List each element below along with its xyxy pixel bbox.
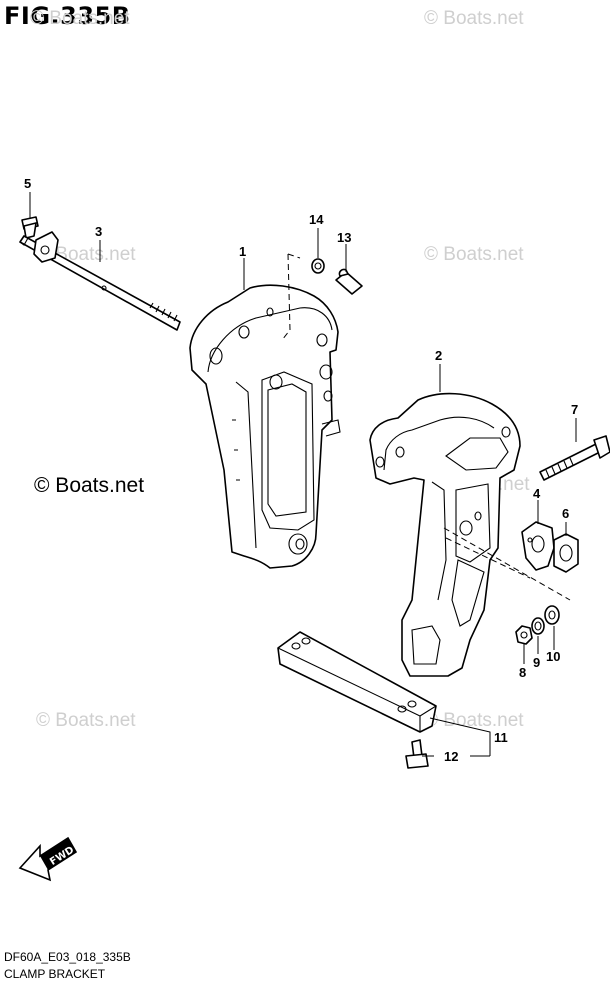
assembly-lines xyxy=(281,253,571,601)
watermark: © Boats.net xyxy=(424,8,524,29)
watermark-strong: © Boats.net xyxy=(34,474,145,497)
part-13-bolt xyxy=(335,268,363,295)
callout-2: 2 xyxy=(435,348,442,363)
callout-13: 13 xyxy=(337,230,351,245)
part-12-bolt xyxy=(405,739,429,769)
callout-9: 9 xyxy=(533,655,540,670)
leader-lines xyxy=(29,192,577,757)
part-1-clamp-bracket xyxy=(189,284,341,569)
callout-14: 14 xyxy=(309,212,324,227)
callout-10: 10 xyxy=(546,649,560,664)
part-4-plate xyxy=(521,521,555,571)
figure-title: FIG.335B xyxy=(4,2,131,30)
part-8-nut xyxy=(515,625,533,645)
watermark: © Boats.net xyxy=(36,710,136,731)
figure-code: DF60A_E03_018_335B xyxy=(4,950,131,964)
part-9-washer xyxy=(531,617,545,635)
callout-11: 11 xyxy=(494,730,508,745)
part-7-bolt xyxy=(539,435,610,481)
figure-name: CLAMP BRACKET xyxy=(4,967,106,981)
watermark: © Boats.net xyxy=(424,244,524,265)
watermark: © Boats.net xyxy=(424,710,524,731)
part-14-washer xyxy=(311,258,325,274)
callout-12: 12 xyxy=(444,749,458,764)
part-10-washer xyxy=(544,605,560,625)
part-6-nut xyxy=(553,533,579,573)
part-3-shaft xyxy=(19,231,181,331)
part-5-bolt xyxy=(21,216,39,239)
callout-4: 4 xyxy=(533,486,541,501)
callout-5: 5 xyxy=(24,176,31,191)
part-11-plate xyxy=(277,631,437,733)
watermark: © Boats.net xyxy=(30,8,130,29)
callout-7: 7 xyxy=(571,402,578,417)
callout-numbers: 5 3 1 14 13 2 7 4 6 8 9 10 11 12 xyxy=(24,176,578,764)
callout-3: 3 xyxy=(95,224,102,239)
fwd-arrow-icon: FWD xyxy=(18,836,78,882)
callout-8: 8 xyxy=(519,665,526,680)
callout-1: 1 xyxy=(239,244,246,259)
callout-6: 6 xyxy=(562,506,569,521)
part-2-clamp-bracket xyxy=(369,392,521,677)
